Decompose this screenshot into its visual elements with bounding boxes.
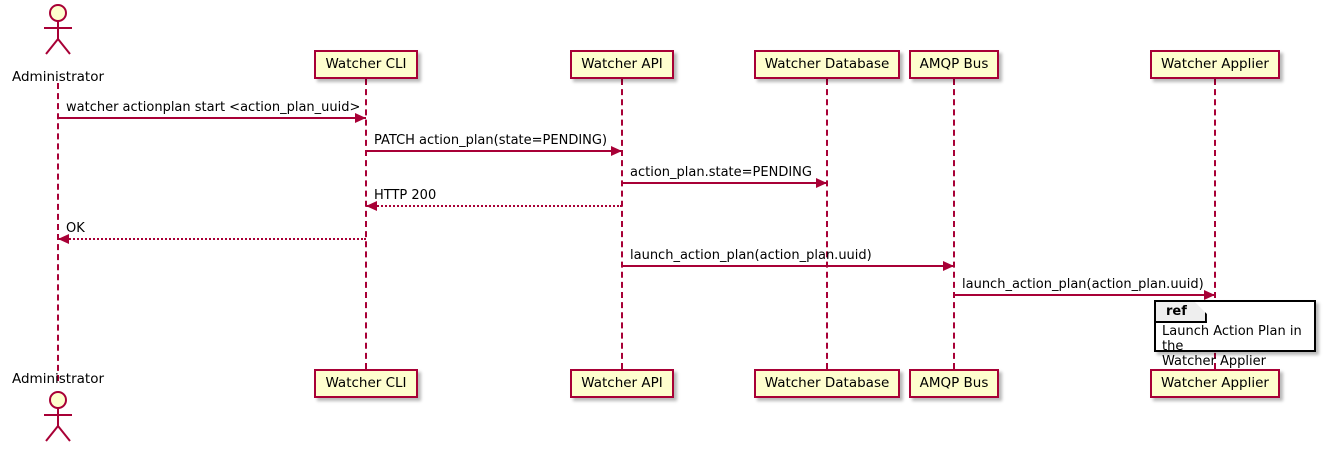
participant-label-watcher-api: Watcher API — [581, 55, 663, 72]
lifeline-amqp-bus — [953, 79, 955, 369]
actor-figure-administrator-top[interactable] — [35, 4, 81, 56]
message-arrowhead-msg-7 — [1204, 290, 1215, 300]
message-arrowhead-msg-5 — [58, 234, 69, 244]
participant-box-amqp-bus-top[interactable]: AMQP Bus — [908, 50, 1000, 79]
lifeline-watcher-database — [826, 79, 828, 369]
participant-box-watcher-database-top[interactable]: Watcher Database — [753, 50, 901, 79]
message-line-msg-4 — [366, 205, 622, 207]
participant-label-watcher-api: Watcher API — [581, 374, 663, 391]
participant-box-watcher-cli-top[interactable]: Watcher CLI — [314, 50, 418, 79]
participant-box-watcher-cli-bottom[interactable]: Watcher CLI — [314, 369, 418, 398]
message-label-msg-2: PATCH action_plan(state=PENDING) — [374, 133, 608, 148]
participant-label-watcher-applier: Watcher Applier — [1161, 374, 1269, 391]
participant-label-amqp-bus: AMQP Bus — [919, 55, 989, 72]
message-label-msg-6: launch_action_plan(action_plan.uuid) — [630, 248, 872, 263]
message-label-msg-5: OK — [66, 221, 85, 236]
participant-box-watcher-applier-bottom[interactable]: Watcher Applier — [1150, 369, 1280, 398]
lifeline-administrator — [57, 83, 59, 381]
lifeline-watcher-cli — [365, 79, 367, 369]
message-arrowhead-msg-4 — [366, 201, 377, 211]
message-line-msg-2 — [366, 150, 622, 152]
message-line-msg-6 — [622, 265, 954, 267]
message-label-msg-7: launch_action_plan(action_plan.uuid) — [962, 277, 1204, 292]
actor-label-administrator: Administrator — [11, 371, 105, 387]
participant-box-watcher-api-top[interactable]: Watcher API — [570, 50, 674, 79]
message-arrowhead-msg-3 — [816, 178, 827, 188]
message-line-msg-7 — [954, 294, 1215, 296]
participant-label-watcher-cli: Watcher CLI — [325, 55, 407, 72]
actor-label-administrator: Administrator — [11, 69, 105, 85]
message-arrowhead-msg-2 — [611, 146, 622, 156]
participant-box-watcher-api-bottom[interactable]: Watcher API — [570, 369, 674, 398]
message-arrowhead-msg-6 — [943, 261, 954, 271]
message-line-msg-1 — [58, 117, 366, 119]
message-arrowhead-msg-1 — [355, 113, 366, 123]
ref-fragment-body-text: Launch Action Plan in the Watcher Applie… — [1162, 324, 1302, 369]
lifeline-watcher-api — [621, 79, 623, 369]
participant-label-watcher-cli: Watcher CLI — [325, 374, 407, 391]
participant-label-watcher-database: Watcher Database — [764, 374, 890, 391]
message-label-msg-3: action_plan.state=PENDING — [630, 165, 812, 180]
actor-figure-administrator-bottom[interactable] — [35, 391, 81, 443]
participant-label-watcher-applier: Watcher Applier — [1161, 55, 1269, 72]
participant-box-watcher-applier-top[interactable]: Watcher Applier — [1150, 50, 1280, 79]
message-label-msg-4: HTTP 200 — [374, 188, 437, 203]
lifeline-watcher-applier — [1214, 79, 1216, 369]
message-line-msg-5 — [58, 238, 366, 240]
ref-fragment-tab-label: ref — [1156, 302, 1207, 323]
participant-label-watcher-database: Watcher Database — [764, 55, 890, 72]
message-line-msg-3 — [622, 182, 827, 184]
participant-box-watcher-database-bottom[interactable]: Watcher Database — [753, 369, 901, 398]
participant-box-amqp-bus-bottom[interactable]: AMQP Bus — [908, 369, 1000, 398]
participant-label-amqp-bus: AMQP Bus — [919, 374, 989, 391]
message-label-msg-1: watcher actionplan start <action_plan_uu… — [66, 100, 361, 115]
